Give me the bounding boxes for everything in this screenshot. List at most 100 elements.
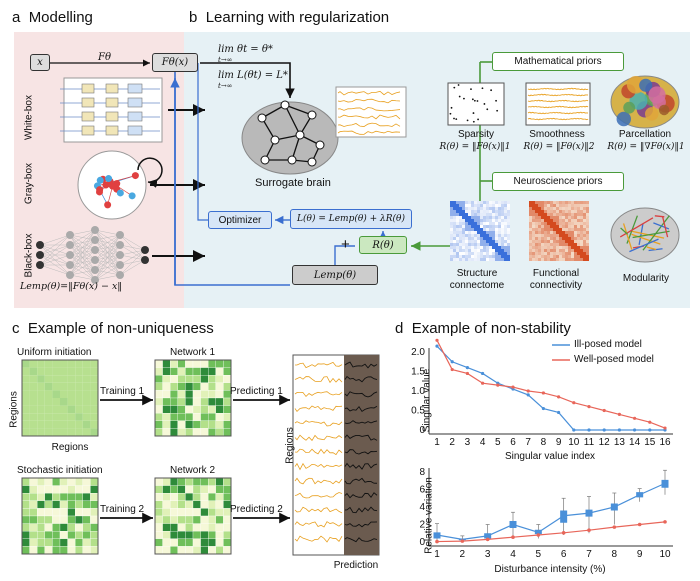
structure-connectome-cell [477, 213, 480, 216]
network1-matrix-cell [223, 428, 232, 437]
uniform-matrix-cell [37, 398, 45, 406]
nn-node [116, 261, 124, 269]
chart0-point [465, 371, 469, 376]
stochastic-matrix-cell [52, 485, 61, 494]
functional-connectivity-cell [583, 219, 586, 222]
structure-connectome-cell [486, 228, 489, 231]
network1-matrix-cell [177, 367, 186, 376]
structure-connectome-cell [456, 210, 459, 213]
network2-matrix-cell [208, 538, 216, 547]
functional-connectivity-cell [535, 210, 538, 213]
functional-connectivity-cell [574, 258, 577, 261]
chart1-y-tick: 0 [419, 537, 425, 548]
chart1-well-point [587, 528, 591, 532]
nn-node [91, 236, 99, 244]
structure-connectome-cell [495, 219, 498, 222]
functional-connectivity-cell [538, 258, 541, 261]
network2-matrix-cell [177, 493, 186, 501]
structure-connectome-cell [453, 234, 456, 237]
functional-connectivity-cell [538, 255, 541, 258]
network1-matrix-cell [170, 390, 178, 399]
nn-edge [69, 274, 96, 281]
chart0-point [435, 338, 439, 342]
structure-connectome-cell [468, 210, 471, 213]
network2-matrix-cell [185, 477, 194, 486]
stochastic-matrix-cell [29, 538, 38, 547]
structure-connectome-cell [459, 213, 462, 216]
structure-connectome-cell [462, 240, 465, 243]
uniform-matrix-cell [44, 428, 53, 436]
singular-index-xlabel: Singular value index [504, 451, 596, 462]
timeseries-line [337, 114, 401, 120]
network2-matrix-cell [154, 531, 163, 539]
structure-connectome-cell [462, 252, 465, 255]
structure-connectome-cell [495, 201, 498, 204]
network1-matrix-cell-frame [154, 359, 232, 437]
structure-connectome-cell [450, 207, 453, 210]
functional-connectivity-cell [532, 234, 535, 237]
structure-connectome-cell [462, 216, 465, 219]
uniform-matrix-cell [90, 360, 98, 368]
structure-connectome-cell [504, 213, 507, 216]
structure-connectome-cell [456, 228, 459, 231]
circuit-block [127, 111, 143, 122]
functional-connectivity-cell [565, 237, 568, 240]
network1-matrix-cell [154, 359, 163, 368]
structure-connectome-cell [486, 249, 489, 252]
network1-matrix-cell [192, 367, 201, 376]
uniform-matrix-cell [75, 413, 83, 421]
functional-connectivity-cell [547, 255, 550, 258]
stochastic-matrix-cell [82, 546, 91, 555]
functional-connectivity-cell [553, 246, 556, 249]
uniform-matrix-cell [29, 420, 38, 429]
functional-connectivity-cell [577, 204, 580, 207]
structure-connectome-cell [459, 222, 462, 225]
chart0-point [541, 406, 546, 411]
regions-x-label: Regions [51, 442, 89, 453]
functional-connectivity-cell [562, 258, 565, 261]
structure-connectome-cell [471, 204, 474, 207]
structure-connectome-cell [450, 258, 453, 261]
functional-connectivity-cell [583, 258, 586, 261]
structure-connectome-cell [462, 201, 465, 204]
structure-connectome-cell [453, 219, 456, 222]
structure-connectome-cell [477, 246, 480, 249]
panel-d-title: d Example of non-stability [395, 320, 571, 337]
network2-matrix-cell [154, 538, 163, 547]
structure-connectome-cell [450, 213, 453, 216]
structure-connectome-cell [507, 207, 510, 210]
functional-connectivity-cell [580, 243, 583, 246]
functional-connectivity-cell [580, 240, 583, 243]
stochastic-matrix-cell [67, 515, 76, 524]
structure-connectome-cell [495, 252, 498, 255]
structure-connectome-cell [498, 237, 501, 240]
functional-connectivity-cell [532, 255, 535, 258]
uniform-matrix-cell [29, 382, 38, 391]
uniform-initiation-label: Uniform initiation [17, 347, 92, 358]
nn-edge [39, 254, 71, 266]
functional-connectivity-cell [541, 252, 544, 255]
structure-connectome-cell [486, 207, 489, 210]
chart1-well-point [485, 537, 490, 542]
functional-connectivity-cell [571, 216, 574, 219]
functional-connectivity-cell [574, 252, 577, 255]
structure-connectome-cell [456, 207, 459, 210]
functional-connectivity-cell [541, 255, 544, 258]
prediction-trace [294, 376, 343, 384]
structure-connectome-cell [471, 225, 474, 228]
parcellation-region [623, 101, 636, 114]
uniform-matrix-cell [22, 360, 30, 368]
stochastic-matrix-cell [67, 523, 76, 532]
structure-connectome-cell [465, 228, 468, 231]
functional-connectivity-cell [571, 246, 574, 249]
timeseries-line [337, 107, 401, 112]
structure-connectome-cell [507, 225, 510, 228]
structure-connectome-cell [459, 228, 462, 231]
functional-connectivity-cell [586, 228, 589, 231]
prediction-trace-dark [344, 537, 378, 543]
functional-connectivity-cell [556, 207, 559, 210]
structure-connectome-cell [468, 219, 471, 222]
nn-edge [119, 249, 146, 256]
uniform-matrix-cell [44, 390, 53, 398]
functional-connectivity-cell [568, 246, 571, 249]
